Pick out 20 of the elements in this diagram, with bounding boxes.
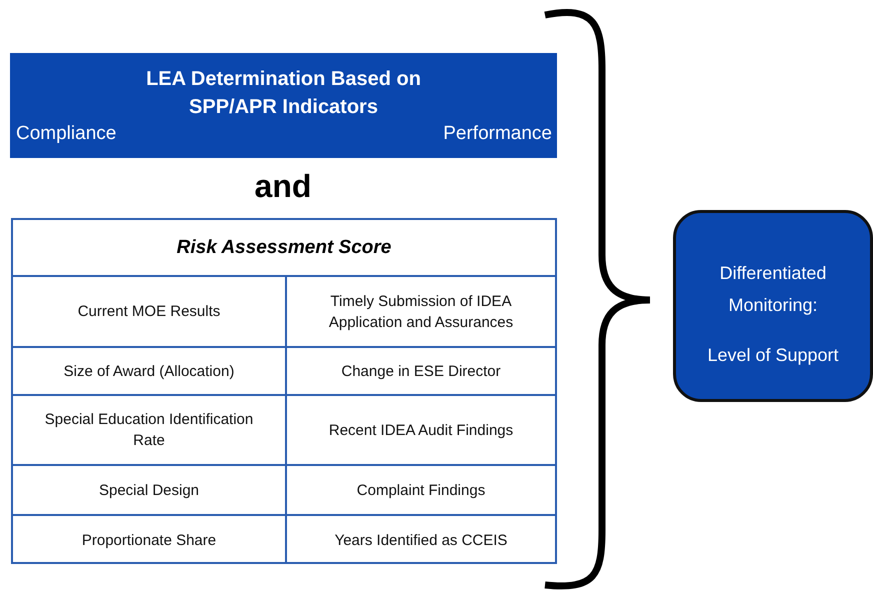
table-cell-text: Years Identified as CCEIS (334, 530, 508, 550)
heading-banner (10, 53, 557, 158)
box-text: Differentiated Monitoring: (718, 262, 828, 317)
heading-text: LEA Determination Based on SPP/APR Indicators (145, 67, 422, 120)
table-cell-text: Change in ESE Director (340, 362, 502, 382)
table-cell-text: Complaint Findings (356, 480, 486, 500)
table-cell-text: Timely Submission of IDEA Application and Assurances (328, 292, 514, 332)
column-label: Compliance (16, 123, 116, 145)
column-label: Performance (443, 123, 552, 145)
rounded-box (673, 210, 873, 402)
table-cell-text: Current MOE Results (76, 302, 222, 322)
box-text: Level of Support (706, 344, 840, 367)
table-cell-text: Special Design (98, 480, 200, 500)
table-cell-text: Special Education Identification Rate (44, 410, 254, 451)
table-cell-text: Recent IDEA Audit Findings (328, 420, 514, 440)
table-cell-text: Proportionate Share (80, 530, 218, 550)
score-table (11, 218, 557, 564)
table-cell-text: Size of Award (Allocation) (62, 362, 236, 382)
connector-word: and (254, 168, 312, 205)
table-header: Risk Assessment Score (13, 220, 555, 277)
